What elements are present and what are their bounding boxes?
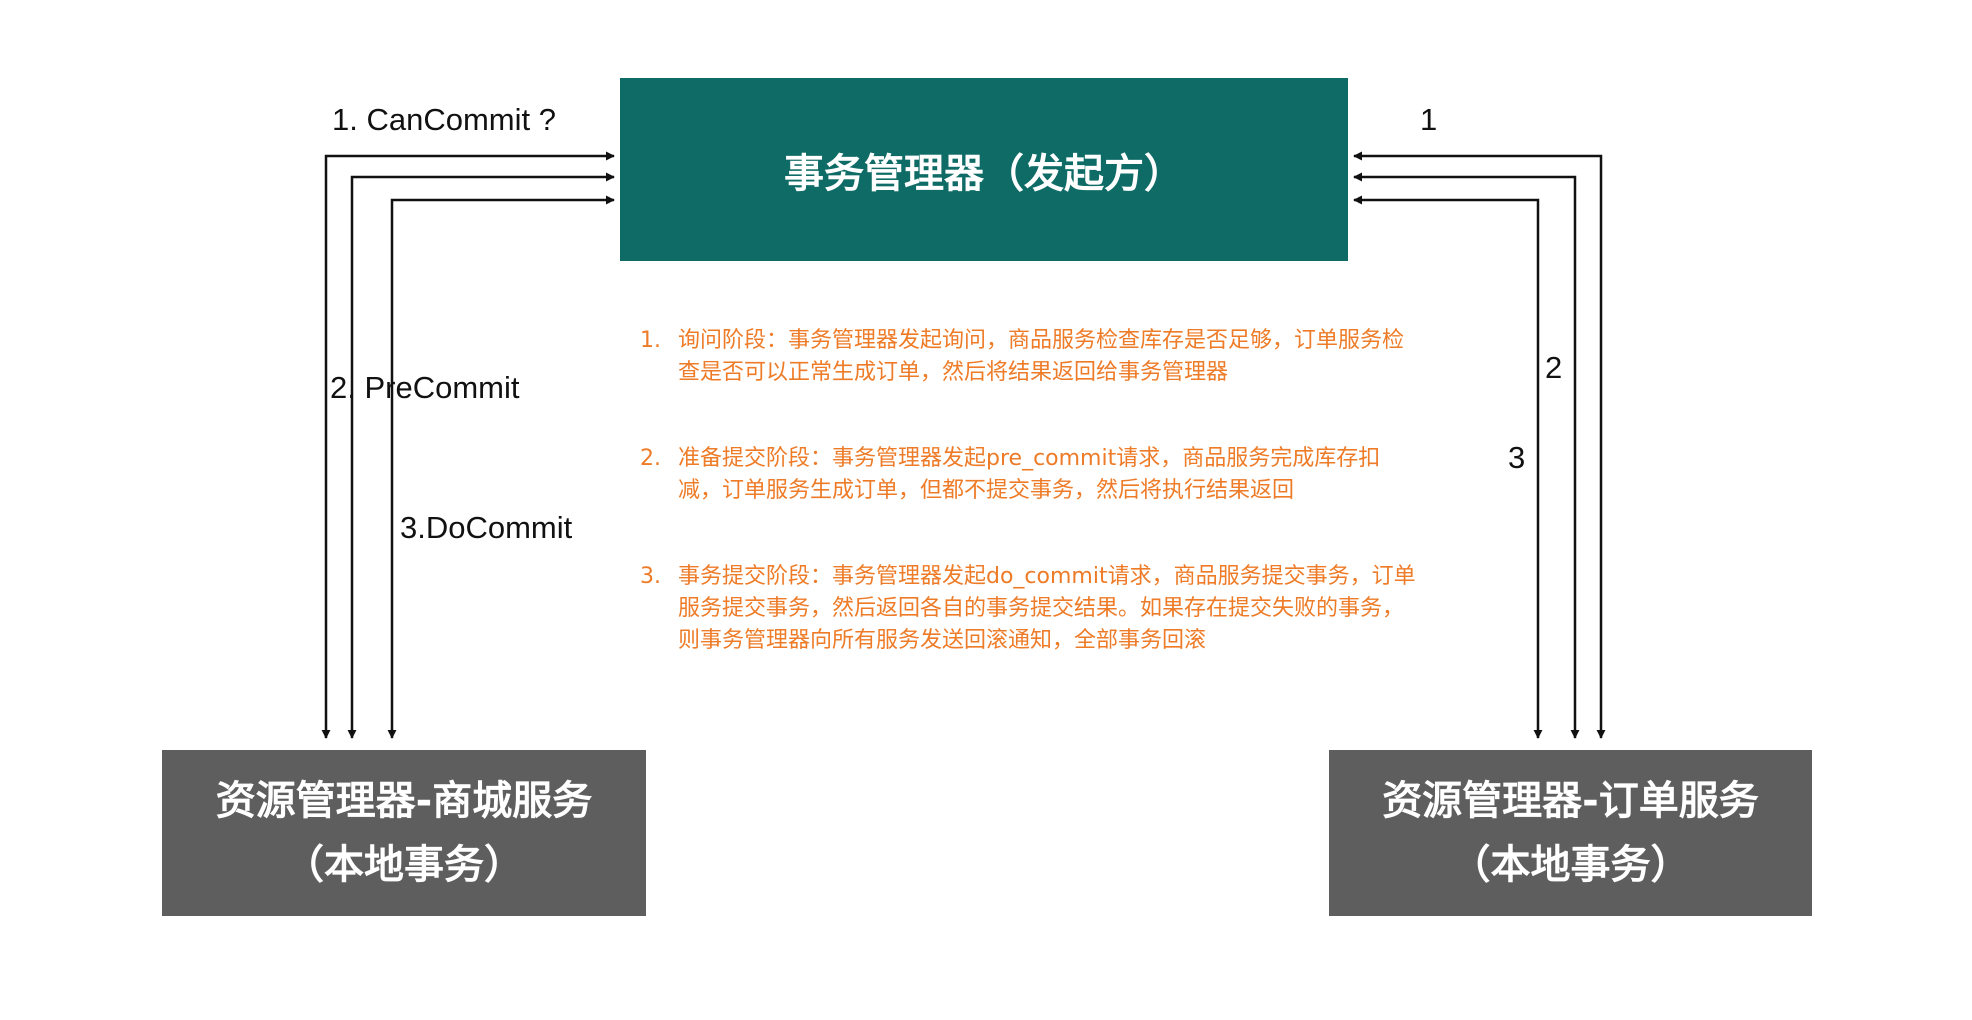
resource-manager-order-box: 资源管理器-订单服务 （本地事务） <box>1329 750 1812 916</box>
right-label-3: 3 <box>1508 440 1526 475</box>
right-arrow-1 <box>1353 151 1606 739</box>
phase-note: 3. 事务提交阶段：事务管理器发起do_commit请求，商品服务提交事务，订单… <box>640 561 1420 657</box>
right-arrow-2 <box>1353 172 1580 739</box>
phase-note-text: 事务提交阶段：事务管理器发起do_commit请求，商品服务提交事务，订单服务提… <box>678 564 1416 653</box>
right-label-1: 1 <box>1420 102 1438 137</box>
right-arrow-3 <box>1353 195 1543 739</box>
phase-note-number: 3. <box>640 564 661 589</box>
mall-label-line2: （本地事务） <box>284 842 524 888</box>
phase-note: 1. 询问阶段：事务管理器发起询问，商品服务检查库存是否足够，订单服务检查是否可… <box>640 325 1420 389</box>
phase-note-number: 1. <box>640 328 661 353</box>
order-label-line2: （本地事务） <box>1450 842 1691 888</box>
order-label-line1: 资源管理器-订单服务 <box>1382 778 1759 824</box>
phase-note: 2. 准备提交阶段：事务管理器发起pre_commit请求，商品服务完成库存扣减… <box>640 443 1420 507</box>
coordinator-label: 事务管理器（发起方） <box>784 150 1184 197</box>
left-arrow-docommit <box>387 195 615 739</box>
right-label-2: 2 <box>1545 350 1563 385</box>
phase-note-text: 询问阶段：事务管理器发起询问，商品服务检查库存是否足够，订单服务检查是否可以正常… <box>678 328 1405 385</box>
left-label-docommit: 3.DoCommit <box>400 510 573 545</box>
phase-note-text: 准备提交阶段：事务管理器发起pre_commit请求，商品服务完成库存扣减，订单… <box>678 446 1381 503</box>
mall-label-line1: 资源管理器-商城服务 <box>215 778 593 824</box>
left-arrow-cancommit <box>321 151 615 739</box>
left-arrow-precommit <box>347 172 615 739</box>
resource-manager-mall-box: 资源管理器-商城服务 （本地事务） <box>162 750 646 916</box>
phase-note-number: 2. <box>640 446 661 471</box>
phase-notes-list: 1. 询问阶段：事务管理器发起询问，商品服务检查库存是否足够，订单服务检查是否可… <box>640 325 1420 711</box>
transaction-coordinator-box: 事务管理器（发起方） <box>620 78 1348 261</box>
left-label-precommit: 2. PreCommit <box>330 370 520 405</box>
left-label-cancommit: 1. CanCommit ? <box>332 102 556 137</box>
